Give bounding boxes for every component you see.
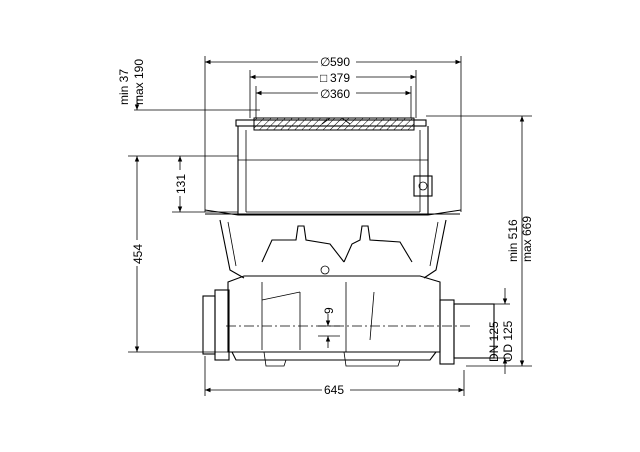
dim-square-symbol: □ <box>320 71 327 85</box>
funnel <box>219 219 447 279</box>
outer-ring <box>204 209 462 216</box>
dim-diameter-symbol-360: ∅ <box>320 87 330 101</box>
dim-adjust-max: max 190 <box>132 59 146 105</box>
dim-top-outer-diameter: 590 <box>330 55 350 69</box>
dim-offset: 9 <box>322 307 336 314</box>
dim-grate-diameter: 360 <box>330 87 350 101</box>
dim-frame-depth: 131 <box>174 174 188 194</box>
inlet-spigot <box>202 289 230 361</box>
drain-body <box>202 117 495 367</box>
dim-grate-square: 379 <box>330 71 350 85</box>
dimensions: ∅ 590 □ 379 ∅ 360 min 37 max 190 131 454 <box>117 54 534 397</box>
frame-walls <box>237 126 429 215</box>
base <box>231 351 437 361</box>
dim-height-max: max 669 <box>520 216 534 262</box>
side-clamp <box>413 175 433 197</box>
grate <box>253 117 415 131</box>
dim-body-height: 454 <box>131 244 145 264</box>
odour-trap-left <box>261 225 345 263</box>
dim-pipe-od: OD 125 <box>501 320 515 362</box>
dim-pipe-dn: DN 125 <box>487 321 501 362</box>
odour-trap-right <box>343 225 413 263</box>
dim-diameter-symbol-590: ∅ <box>320 55 330 69</box>
dim-height-min: min 516 <box>506 219 520 262</box>
dim-overall-width: 645 <box>324 383 344 397</box>
dim-adjust-min: min 37 <box>117 69 131 105</box>
grate-handle <box>321 117 351 125</box>
outlet-pipe <box>439 299 495 365</box>
